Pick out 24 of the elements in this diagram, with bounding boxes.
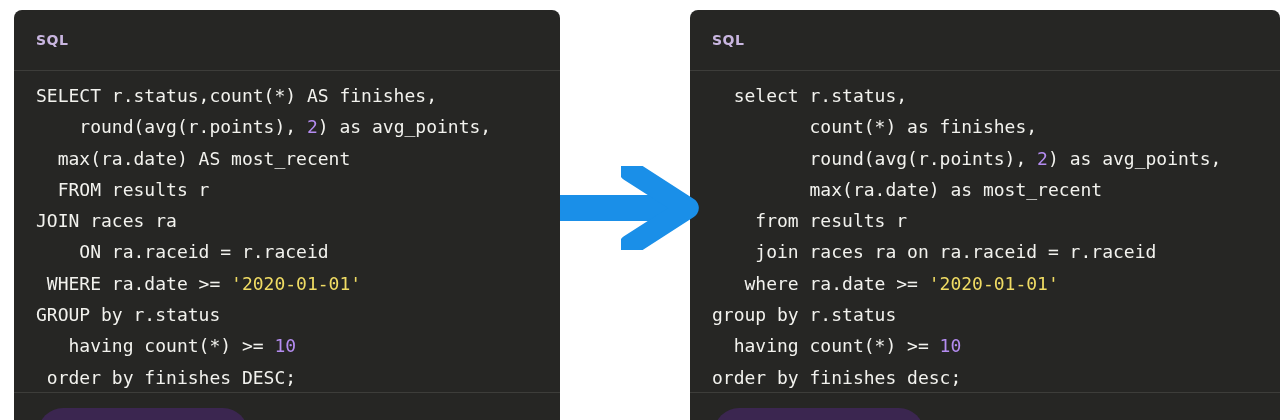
code-line: order by finishes DESC;	[45, 365, 298, 390]
code-line: WHERE ra.date >= '2020-01-01'	[45, 271, 363, 296]
code-line: max(ra.date) AS most_recent	[56, 146, 352, 171]
code-line: order by finishes desc;	[712, 365, 963, 390]
code-line: ON ra.raceid = r.raceid	[78, 240, 330, 265]
code-line: having count(*) >= 10	[67, 334, 298, 359]
language-label: SQL	[36, 32, 69, 48]
code-line: GROUP by r.status	[36, 303, 222, 328]
code-line: SELECT r.status,count(*) AS finishes,	[36, 84, 438, 108]
code-line: select r.status,	[732, 84, 909, 108]
code-line: where ra.date >= '2020-01-01'	[743, 271, 1060, 296]
code-line: round(avg(r.points), 2) as avg_points,	[808, 146, 1222, 171]
code-line: group by r.status	[712, 303, 898, 328]
code-line: join races ra on ra.raceid = r.raceid	[754, 240, 1158, 265]
code-line: round(avg(r.points), 2) as avg_points,	[78, 115, 492, 140]
code-panel	[690, 10, 1280, 420]
code-panel	[14, 10, 560, 420]
code-line: having count(*) >= 10	[732, 334, 963, 359]
code-line: from results r	[754, 209, 909, 234]
language-label: SQL	[712, 32, 745, 48]
code-line: count(*) as finishes,	[808, 115, 1039, 140]
code-line: JOIN races ra	[36, 209, 178, 234]
code-line: FROM results r	[56, 177, 211, 202]
code-line: max(ra.date) as most_recent	[808, 177, 1104, 202]
